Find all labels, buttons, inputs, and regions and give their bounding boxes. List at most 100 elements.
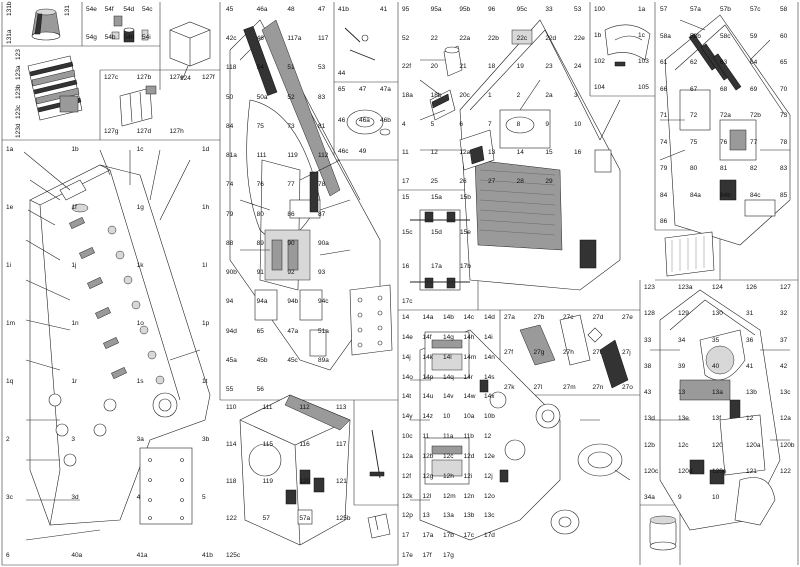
part-label: 131 xyxy=(64,5,71,16)
part-label: 83 xyxy=(780,165,788,172)
part-123-striped-panel xyxy=(27,55,83,121)
part-label: 27k xyxy=(504,384,515,391)
part-label: 11a xyxy=(443,433,454,440)
part-label: 95 xyxy=(402,6,410,13)
part-label: 12a xyxy=(780,415,791,423)
part-label: 131b xyxy=(6,1,13,16)
part-label: 64 xyxy=(750,59,758,66)
part-label: 127h xyxy=(169,128,184,135)
part-label: 110 xyxy=(226,404,237,411)
part-label: 127f xyxy=(202,74,215,81)
part-label: 120 xyxy=(712,441,723,449)
part-label: 12 xyxy=(484,433,492,440)
part-label: 5 xyxy=(202,494,206,501)
part-label: 69 xyxy=(750,85,758,93)
part-label: 113 xyxy=(336,404,347,411)
part-label: 15 xyxy=(545,149,553,157)
part-label: 28 xyxy=(516,178,524,185)
part-label: 12c xyxy=(443,452,454,460)
part-label: 81 xyxy=(720,165,728,172)
part-label: 84 xyxy=(660,191,668,199)
part-label: 22a xyxy=(459,34,471,42)
part-label: 20 xyxy=(430,63,438,71)
part-label: 29 xyxy=(545,178,553,185)
cab-95 xyxy=(459,19,621,291)
part-label: 1j xyxy=(71,262,77,269)
part-label: 78 xyxy=(780,138,788,146)
part-label: 12a xyxy=(402,452,413,460)
part-label: 17b xyxy=(460,263,471,271)
part-label: 55 xyxy=(226,386,234,393)
part-label: 122 xyxy=(780,467,791,475)
part-label: 12p xyxy=(402,512,413,520)
part-label: 47a xyxy=(380,86,391,93)
part-120-roll xyxy=(649,515,677,551)
part-label: 12m xyxy=(443,492,456,500)
part-label: 18a xyxy=(402,92,413,99)
part-label: 22c xyxy=(516,34,528,42)
part-label: 12b xyxy=(644,441,655,449)
side-grid xyxy=(357,295,383,348)
part-label: 46a xyxy=(256,6,268,13)
part-label: 123a xyxy=(678,284,693,291)
part-label: 111 xyxy=(262,404,273,411)
part-label: 46b xyxy=(380,117,391,124)
part-label: 3d xyxy=(71,494,79,501)
part-label: 54i xyxy=(142,34,151,41)
part-label: 17 xyxy=(402,178,410,185)
part-label: 19 xyxy=(516,63,524,71)
part-label: 14p xyxy=(422,373,434,381)
part-label: 17c xyxy=(402,298,413,305)
part-label: 14v xyxy=(443,393,454,401)
part-100 xyxy=(604,24,651,67)
part-label: 52 xyxy=(287,93,295,101)
part-label: 57a xyxy=(299,515,311,522)
part-label: 3c xyxy=(6,494,13,501)
part-label: 118 xyxy=(226,64,237,72)
part-label: 45 xyxy=(226,6,234,13)
part-label: 81 xyxy=(318,122,326,130)
part-label: 51 xyxy=(287,64,295,72)
part-label: 17f xyxy=(422,552,432,559)
part-label: 131a xyxy=(6,29,13,44)
part-label: 18 xyxy=(488,63,496,71)
part-label: 79 xyxy=(226,210,234,218)
part-label: 94b xyxy=(287,298,299,306)
part-label: 50a xyxy=(256,93,268,101)
part-label: 40 xyxy=(712,362,720,370)
part-label: 2a xyxy=(545,92,553,99)
part-label: 75 xyxy=(690,138,698,146)
part-label: 12l xyxy=(422,492,432,500)
part-label: 14o xyxy=(402,373,413,381)
part-label: 14k xyxy=(422,353,433,361)
part-label: 17e xyxy=(402,552,413,559)
part-label: 1h xyxy=(202,204,210,211)
part-label: 13 xyxy=(678,389,686,396)
part-label: 67 xyxy=(690,85,698,93)
part-label: 90a xyxy=(318,239,329,247)
part-label: 13c xyxy=(780,389,791,396)
part-label: 120e xyxy=(712,467,727,475)
part-label: 25 xyxy=(430,178,438,185)
hull-main xyxy=(29,164,211,526)
part-label: 61 xyxy=(660,59,668,66)
part-label: 23 xyxy=(545,63,553,71)
part-label: 15b xyxy=(460,194,471,201)
part-label: 92 xyxy=(287,269,295,277)
part-label: 54e xyxy=(86,6,97,13)
part-label: 120a xyxy=(746,441,761,449)
part-label: 54b xyxy=(104,34,116,41)
part-label: 10c xyxy=(402,433,413,440)
part-label: 11b xyxy=(463,433,474,440)
part-label: 14l xyxy=(443,353,452,361)
part-label: 58b xyxy=(690,32,701,40)
part-label: 12a xyxy=(459,149,471,157)
part-label: 46 xyxy=(256,35,264,43)
part-label: 87 xyxy=(318,210,326,218)
part-label: 12h xyxy=(443,472,454,480)
part-label: 3a xyxy=(136,436,144,443)
part-label: 22b xyxy=(488,34,499,42)
part-label: 58 xyxy=(780,6,788,13)
part-label: 6 xyxy=(6,552,10,559)
part-label: 79 xyxy=(660,165,668,172)
